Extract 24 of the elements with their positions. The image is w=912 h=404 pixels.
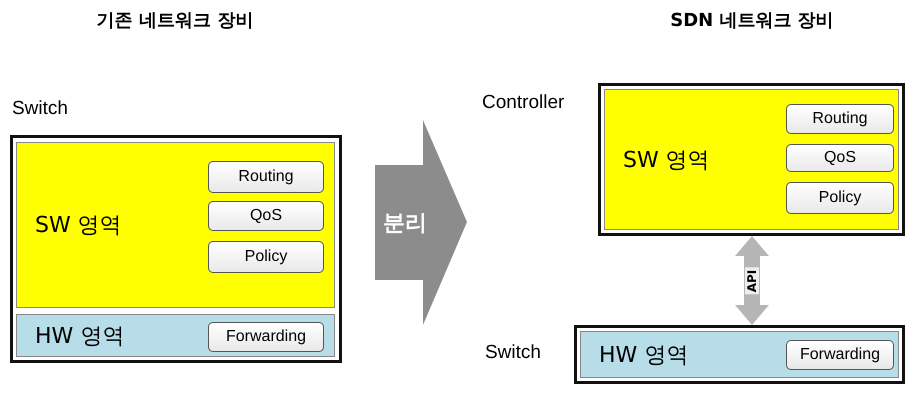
software-area-panel bbox=[16, 142, 335, 308]
function-box: Policy bbox=[786, 182, 894, 214]
edge-label: API bbox=[745, 267, 759, 294]
function-box: Forwarding bbox=[786, 340, 894, 370]
area-label: SW 영역 bbox=[35, 212, 122, 240]
function-box: QoS bbox=[208, 201, 324, 231]
device-label: Switch bbox=[485, 342, 541, 364]
function-box: Routing bbox=[208, 161, 324, 193]
hardware-area-panel bbox=[16, 314, 335, 357]
function-box: Routing bbox=[786, 104, 894, 134]
device-label: Controller bbox=[482, 92, 564, 114]
area-label: SW 영역 bbox=[623, 146, 710, 174]
function-box: QoS bbox=[786, 144, 894, 172]
function-box: Forwarding bbox=[208, 322, 324, 352]
area-label: HW 영역 bbox=[35, 322, 124, 350]
double-arrow bbox=[735, 236, 769, 325]
area-label: HW 영역 bbox=[599, 342, 688, 370]
device-label: Switch bbox=[12, 98, 68, 120]
hardware-area-panel bbox=[580, 331, 899, 378]
block-arrow: 분리 bbox=[375, 120, 467, 325]
column-title: 기존 네트워크 장비 bbox=[96, 9, 254, 32]
function-box: Policy bbox=[208, 241, 324, 273]
software-area-panel bbox=[604, 89, 899, 230]
column-title: SDN 네트워크 장비 bbox=[670, 9, 834, 32]
